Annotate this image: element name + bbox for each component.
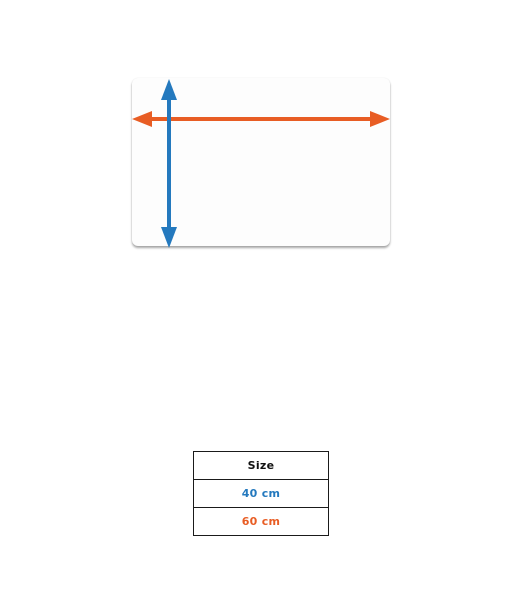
table-row: 40 cm [193, 479, 329, 508]
width-value: 60 cm [193, 507, 329, 536]
height-value: 40 cm [193, 479, 329, 508]
panel-diagram [132, 78, 390, 246]
table-row: Size [193, 451, 329, 480]
size-header: Size [193, 451, 329, 480]
table-row: 60 cm [193, 507, 329, 536]
height-arrow [161, 79, 177, 248]
width-arrow [132, 111, 390, 127]
size-table: Size 40 cm 60 cm [193, 451, 329, 536]
